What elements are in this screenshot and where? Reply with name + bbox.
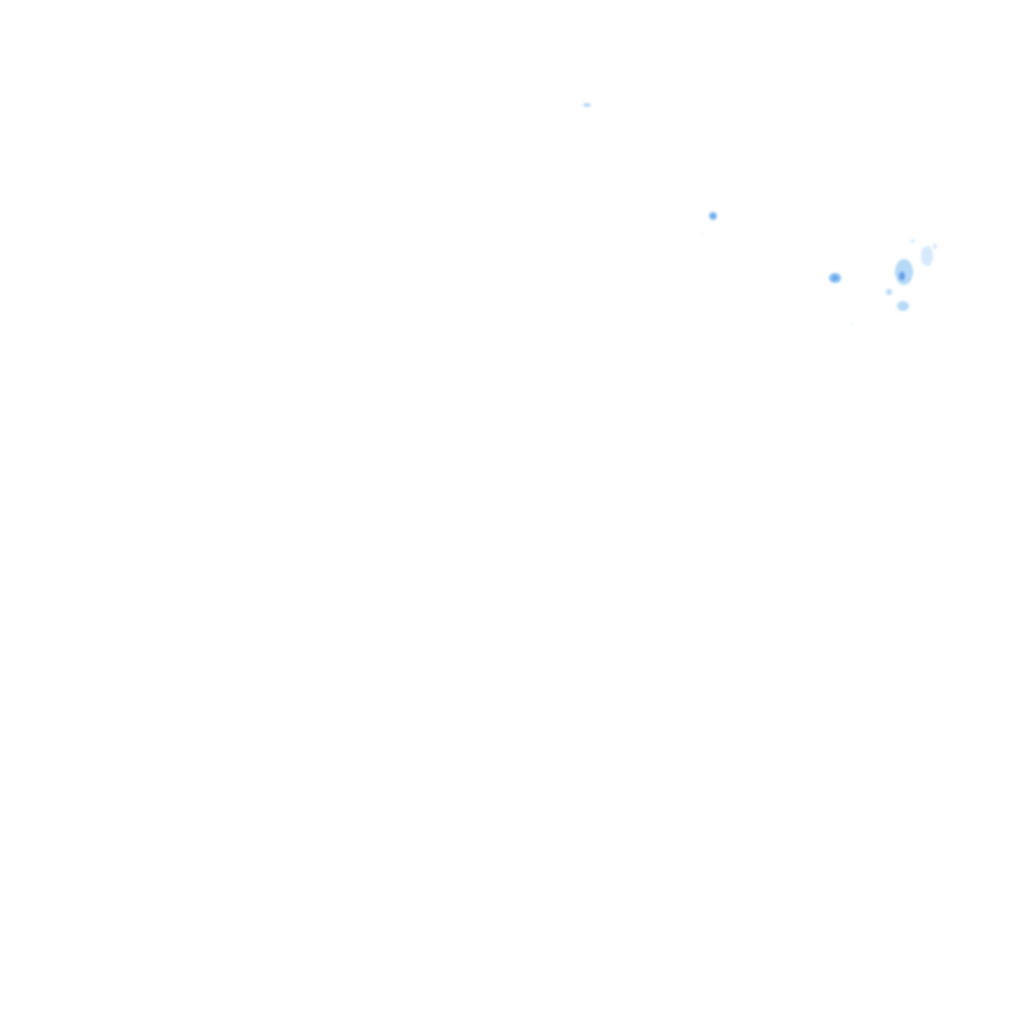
precipitation-echo [933, 243, 937, 249]
precipitation-echo [911, 239, 915, 243]
precipitation-echo [895, 259, 913, 285]
precipitation-echo [897, 301, 909, 311]
precipitation-core [711, 214, 715, 218]
precipitation-echo [583, 103, 591, 107]
precipitation-echo [886, 289, 892, 295]
precipitation-echo [921, 246, 933, 266]
precipitation-echo [701, 233, 703, 235]
precipitation-echo [851, 323, 853, 325]
precipitation-core [832, 276, 838, 280]
precipitation-core [898, 271, 906, 281]
